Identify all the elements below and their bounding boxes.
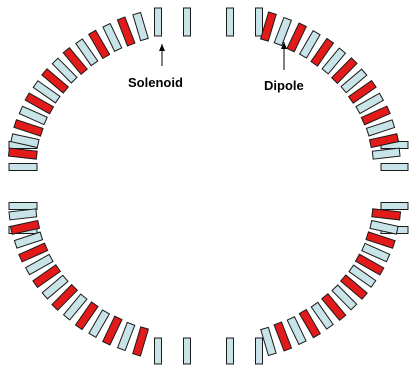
- solenoid-bottom-right-10: [310, 301, 334, 330]
- solenoid-bottom-right-6: [348, 264, 377, 288]
- dipole-top-left-11: [88, 29, 111, 60]
- solenoid-bottom-right-4: [361, 242, 391, 263]
- solenoid-top-right-10: [355, 92, 385, 115]
- solenoid-top-4: [255, 7, 263, 37]
- dipole-top-right-13: [368, 133, 400, 149]
- solenoid-bottom-4: [255, 337, 263, 365]
- dipole-top-right-3: [286, 22, 307, 53]
- solenoid-top-left-10: [75, 38, 99, 67]
- dipole-bottom-left-3: [102, 315, 123, 346]
- solenoid-bottom-left-12: [13, 231, 44, 249]
- dipole-top-left-5: [24, 92, 55, 115]
- solenoid-bottom-right-8: [331, 284, 358, 311]
- dipole-bottom-right-9: [321, 292, 347, 322]
- solenoid-top-left-2: [10, 133, 40, 149]
- dipole-bottom-right-11: [298, 308, 321, 339]
- dipole-arrow: [281, 42, 287, 70]
- solenoid-bottom-right-12: [286, 315, 307, 346]
- solenoid-bottom-left-6: [62, 293, 88, 321]
- dipole-label: Dipole: [264, 78, 304, 93]
- solenoid-right-2: [380, 163, 409, 171]
- dipole-top-left-3: [13, 119, 44, 137]
- dipole-bottom-right-1: [371, 208, 402, 221]
- solenoid-top-right-4: [298, 30, 321, 59]
- solenoid-top-right-14: [371, 147, 401, 160]
- solenoid-top-right-6: [321, 47, 347, 75]
- solenoid-bottom-left-2: [116, 321, 136, 352]
- solenoid-top-left-14: [132, 11, 149, 42]
- dipole-top-right-9: [347, 79, 377, 104]
- solenoid-bottom-left-14: [8, 208, 38, 221]
- solenoid-bottom-right-2: [369, 219, 399, 235]
- solenoid-bottom-2: [183, 337, 191, 365]
- solenoid-left-3: [8, 202, 38, 210]
- solenoid-top-left-4: [18, 105, 48, 126]
- solenoid-arrow: [159, 44, 165, 66]
- solenoid-label: Solenoid: [128, 75, 183, 90]
- dipole-bottom-left-1: [132, 326, 150, 357]
- dipole-bottom-right-7: [339, 274, 368, 300]
- solenoid-top-right-12: [365, 119, 396, 137]
- solenoid-bottom-left-4: [88, 309, 111, 338]
- solenoid-top-right-8: [340, 68, 368, 94]
- solenoid-left-2: [8, 163, 38, 171]
- dipole-bottom-left-11: [18, 242, 49, 263]
- solenoid-bottom-3: [226, 337, 234, 365]
- dipole-bottom-right-13: [273, 321, 293, 352]
- dipole-bottom-right-3: [365, 231, 396, 249]
- dipole-top-right-7: [330, 57, 358, 85]
- dipole-bottom-left-5: [74, 301, 99, 331]
- solenoid-top-left-6: [32, 80, 61, 104]
- solenoid-bottom-left-10: [24, 253, 54, 276]
- solenoid-top-left-12: [102, 22, 123, 53]
- solenoid-top-left-8: [51, 57, 78, 84]
- dipole-bottom-left-9: [32, 264, 62, 289]
- solenoid-bottom-1: [154, 337, 162, 365]
- dipole-top-left-1: [7, 147, 38, 160]
- dipole-top-left-13: [116, 16, 136, 47]
- dipole-top-left-7: [41, 68, 70, 94]
- solenoid-bottom-left-8: [41, 274, 69, 300]
- dipole-bottom-right-5: [354, 253, 385, 276]
- solenoid-top-2: [183, 7, 191, 37]
- dipole-top-right-5: [310, 37, 335, 67]
- dipole-top-right-11: [360, 105, 391, 126]
- dipole-bottom-left-13: [9, 219, 41, 235]
- dipole-top-left-9: [62, 46, 88, 76]
- dipole-top-right-1: [259, 11, 277, 42]
- dipole-bottom-left-7: [51, 283, 79, 311]
- solenoid-right-3: [380, 202, 409, 210]
- solenoid-top-1: [154, 7, 162, 37]
- solenoid-top-right-2: [273, 16, 293, 47]
- solenoid-top-3: [226, 7, 234, 37]
- solenoid-bottom-right-14: [260, 326, 277, 357]
